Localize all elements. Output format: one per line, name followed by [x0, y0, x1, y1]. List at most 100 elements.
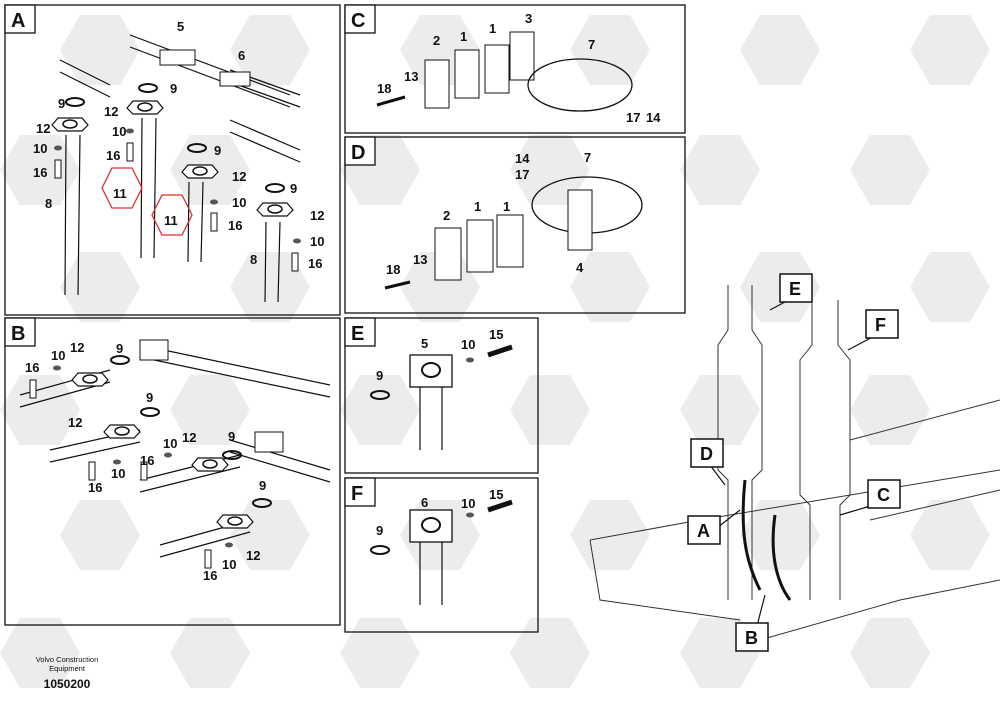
part-label-a: 16	[33, 165, 47, 180]
flange-bore	[192, 166, 208, 176]
clamp-block-6	[219, 71, 251, 87]
bolt	[54, 159, 62, 179]
callout-box-c	[867, 479, 901, 509]
part-label-c: 7	[588, 37, 595, 52]
flange-bore	[267, 204, 283, 214]
watermark-hexagon	[910, 15, 990, 85]
watermark-hexagon	[340, 618, 420, 688]
watermark-hexagon	[230, 15, 310, 85]
watermark-hexagon	[60, 252, 140, 322]
part-label-c: 1	[489, 21, 496, 36]
hose	[419, 387, 443, 450]
highlight-hexagon	[101, 167, 143, 209]
callout-box-d	[690, 438, 724, 468]
part-label-a: 10	[310, 234, 324, 249]
washer	[53, 365, 61, 371]
panel-f-title: F	[351, 483, 363, 505]
part-label-d: 17	[515, 167, 529, 182]
part-label-c: 17	[626, 110, 640, 125]
panel-c-title: C	[351, 10, 365, 32]
panel-c-frame	[344, 4, 686, 134]
panel-a-title-box	[4, 4, 36, 34]
washer	[126, 128, 134, 134]
bolt	[291, 252, 299, 272]
part-label-e: 9	[376, 368, 383, 383]
watermark-hexagon	[170, 618, 250, 688]
flange-block	[139, 339, 169, 361]
washer	[466, 357, 474, 363]
part-label-a: 10	[112, 124, 126, 139]
panel-b-frame	[4, 317, 341, 626]
panel-f-frame	[344, 477, 539, 633]
watermark-hexagon	[0, 375, 80, 445]
flange-bore	[421, 362, 441, 378]
flange-block-5	[159, 49, 196, 66]
part-label-c: 2	[433, 33, 440, 48]
part-label-d: 7	[584, 150, 591, 165]
clamp-band	[527, 58, 633, 112]
bolt	[140, 461, 148, 481]
watermark-hexagon	[570, 500, 650, 570]
part-label-a: 11	[164, 213, 178, 228]
part-label-a: 9	[214, 143, 221, 158]
hydraulic-hoses	[741, 479, 792, 601]
part-label-c: 14	[646, 110, 661, 125]
clamp-half	[466, 219, 494, 273]
callout-box-f	[865, 309, 899, 339]
washer	[466, 512, 474, 518]
part-label-e: 5	[421, 336, 428, 351]
flange-bore	[82, 374, 98, 384]
panel-e-frame	[344, 317, 539, 474]
part-label-f: 9	[376, 523, 383, 538]
callout-label-f: F	[875, 315, 886, 335]
watermark-hexagon	[230, 500, 310, 570]
o-ring	[222, 450, 242, 460]
part-label-d: 1	[503, 199, 510, 214]
pipe	[229, 119, 301, 163]
watermark-hexagon	[850, 375, 930, 445]
panel-c-title-box	[344, 4, 376, 34]
part-label-b: 12	[182, 430, 196, 445]
part-label-b: 9	[228, 429, 235, 444]
panel-a-frame	[4, 4, 341, 316]
part-label-a: 6	[238, 48, 245, 63]
document-number: 1050200	[43, 677, 91, 691]
part-label-b: 12	[246, 548, 260, 563]
part-label-a: 8	[45, 196, 52, 211]
watermark-hexagon	[910, 252, 990, 322]
bolt	[384, 280, 411, 290]
panel-d-frame	[344, 136, 686, 314]
watermark-hexagon	[740, 500, 820, 570]
part-label-b: 10	[111, 466, 125, 481]
watermark-hexagon	[850, 618, 930, 688]
watermark-hexagon	[850, 135, 930, 205]
o-ring	[138, 83, 158, 93]
bolt	[204, 549, 212, 569]
hose	[64, 134, 81, 296]
clamp-half	[509, 31, 535, 81]
panel-e-title-box	[344, 317, 376, 347]
part-label-a: 8	[250, 252, 257, 267]
part-label-a: 16	[228, 218, 242, 233]
watermark-hexagon	[510, 375, 590, 445]
flange-bore	[202, 459, 218, 469]
part-label-b: 16	[88, 480, 102, 495]
part-label-e: 10	[461, 337, 475, 352]
part-label-f: 10	[461, 496, 475, 511]
callout-label-d: D	[700, 444, 713, 464]
washer	[293, 238, 301, 244]
part-label-a: 10	[232, 195, 246, 210]
clamp-half	[424, 59, 450, 109]
clamp-half	[484, 44, 510, 94]
hose	[264, 221, 281, 303]
part-label-b: 12	[68, 415, 82, 430]
flange-block	[254, 431, 284, 453]
part-label-b: 16	[25, 360, 39, 375]
bolt	[29, 379, 37, 399]
part-label-d: 2	[443, 208, 450, 223]
boom-cylinder-left	[717, 285, 763, 600]
watermark-hexagon	[230, 252, 310, 322]
